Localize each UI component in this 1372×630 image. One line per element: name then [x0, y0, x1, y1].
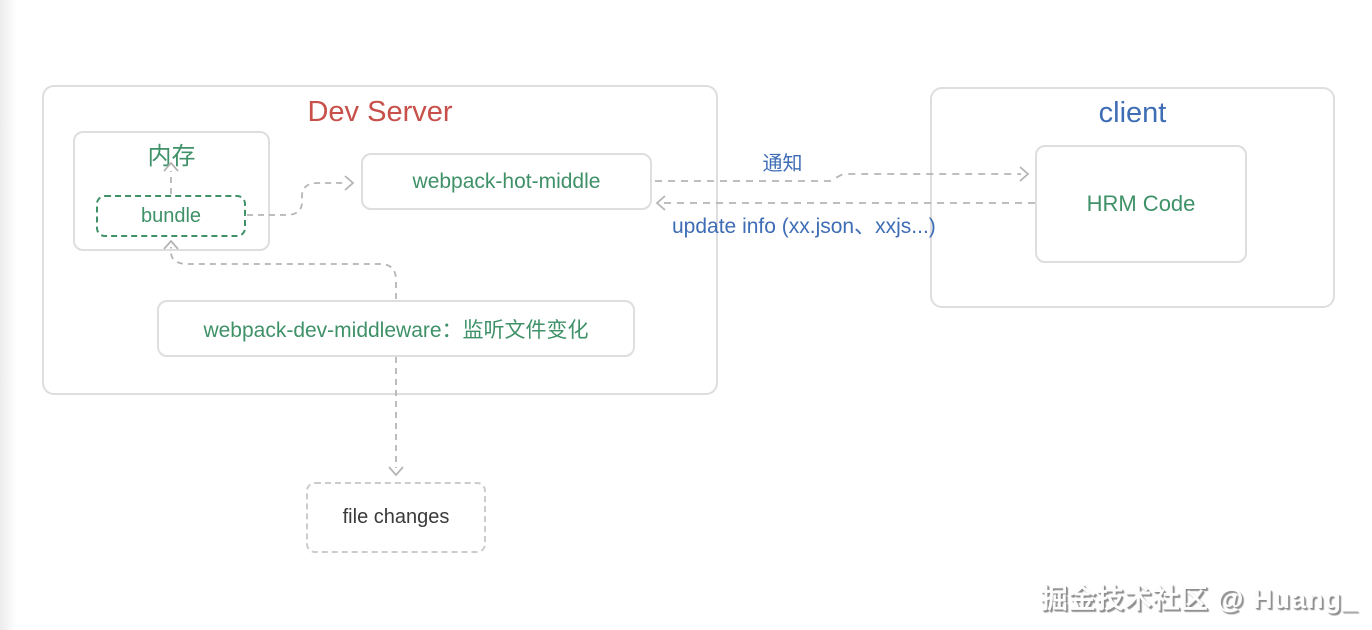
dev-server-title: Dev Server: [307, 96, 453, 128]
bundle-label: bundle: [140, 204, 202, 227]
hrm-code-label: HRM Code: [1086, 191, 1196, 216]
hrm-code-node: HRM Code: [1035, 145, 1247, 263]
webpack-hot-middleware-node: webpack-hot-middle: [361, 153, 652, 210]
update-info-edge-label: update info (xx.json、xxjs...): [672, 215, 936, 238]
page-edge-shading: [0, 0, 16, 630]
webpack-hot-middleware-label: webpack-hot-middle: [412, 169, 601, 193]
memory-label: 内存: [147, 143, 196, 170]
bundle-node: bundle: [96, 195, 246, 237]
file-changes-label: file changes: [342, 506, 450, 528]
notify-edge-label: 通知: [762, 153, 803, 175]
webpack-dev-middleware-label: webpack-dev-middleware：监听文件变化: [203, 318, 589, 342]
file-changes-node: file changes: [306, 482, 486, 553]
arrowhead-down-filechanges: [388, 466, 404, 477]
webpack-dev-middleware-node: webpack-dev-middleware：监听文件变化: [157, 300, 635, 357]
watermark-text: 掘金技术社区 @ Huang_: [1040, 584, 1358, 614]
client-title: client: [1098, 97, 1167, 129]
